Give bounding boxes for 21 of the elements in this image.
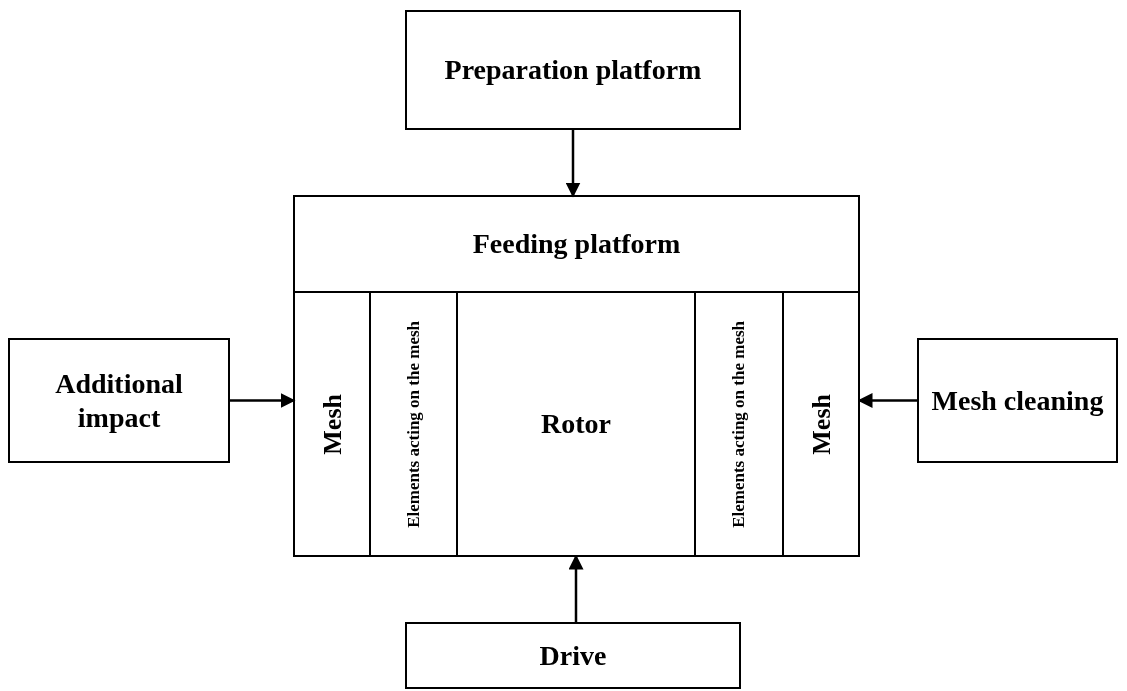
- box-label: Additional impact: [54, 366, 184, 435]
- box-label: Rotor: [541, 407, 611, 441]
- box-label: Mesh: [316, 393, 348, 455]
- box-label: Elements acting on the mesh: [403, 320, 424, 528]
- arrow: [568, 554, 584, 622]
- arrow: [857, 393, 917, 408]
- process-box: [917, 338, 1118, 463]
- process-box: [405, 622, 741, 689]
- arrow: [565, 130, 581, 198]
- process-box: [293, 291, 371, 557]
- process-box: [293, 195, 860, 293]
- box-label: Elements acting on the mesh: [729, 320, 749, 528]
- box-label: Drive: [539, 638, 607, 673]
- process-box: [8, 338, 230, 463]
- box-label: Preparation platform: [444, 53, 702, 87]
- arrow: [230, 393, 296, 408]
- box-label: Mesh cleaning: [931, 383, 1104, 418]
- box-label: Mesh: [805, 393, 837, 455]
- box-label: Feeding platform: [472, 227, 681, 261]
- process-box: [405, 10, 741, 130]
- process-box: [782, 291, 860, 557]
